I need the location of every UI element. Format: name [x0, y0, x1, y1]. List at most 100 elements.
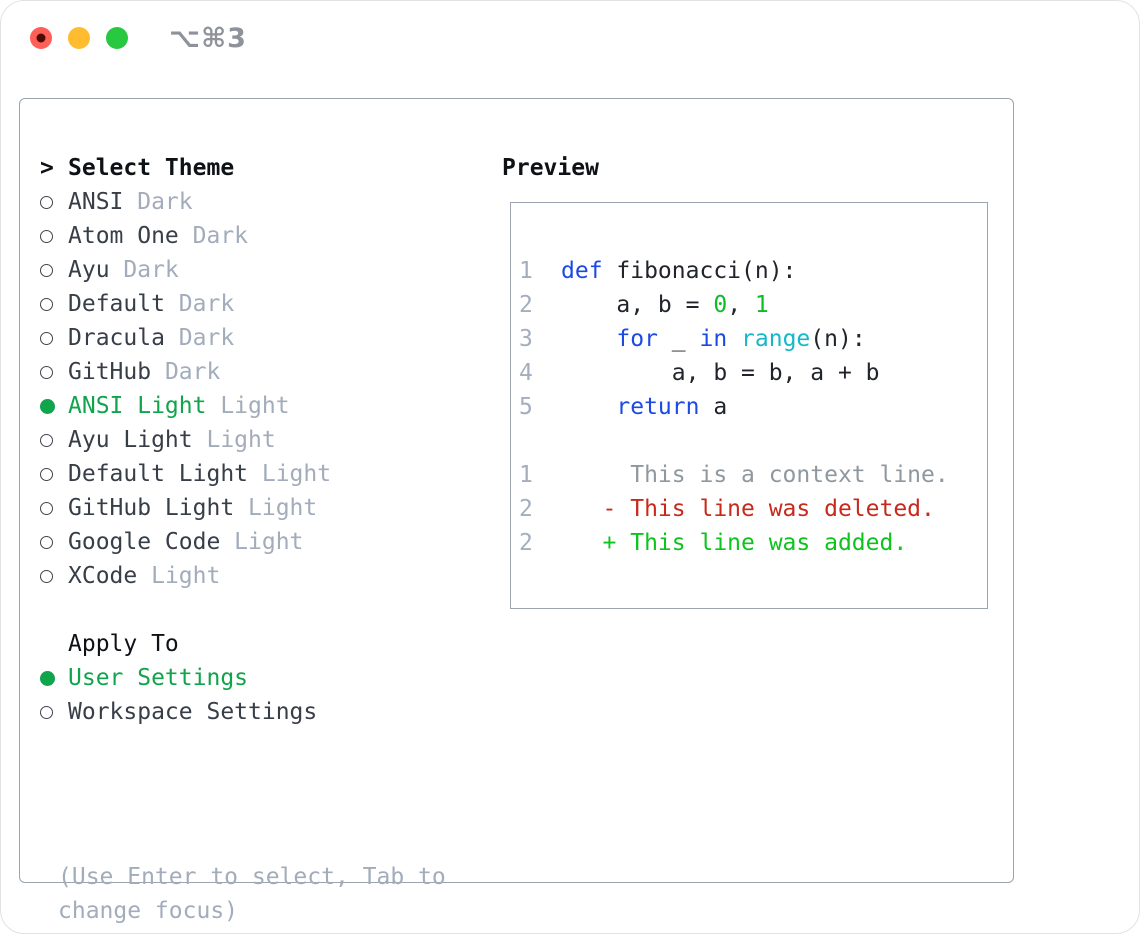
variant-tag: Light: [206, 427, 276, 453]
option-label: User Settings: [68, 665, 249, 691]
code-segment-context: This is a context line.: [561, 462, 949, 488]
variant-tag: Light: [151, 563, 221, 589]
theme-option-github-light[interactable]: GitHub Light Light: [40, 491, 480, 525]
zoom-button[interactable]: [106, 27, 128, 49]
variant-tag: Light: [234, 529, 304, 555]
radio-icon: [40, 263, 53, 277]
code-line: 2 a, b = 0, 1: [519, 288, 949, 322]
radio-icon: [40, 433, 53, 447]
variant-tag: Light: [248, 495, 318, 521]
code-segment-deleted: - This line was deleted.: [561, 496, 935, 522]
theme-option-ayu[interactable]: Ayu Dark: [40, 253, 480, 287]
window-title: ⌥⌘3: [169, 23, 247, 54]
radio-icon: [40, 569, 53, 583]
code-segment-builtin: range: [741, 326, 811, 352]
theme-option-atom-one[interactable]: Atom One Dark: [40, 219, 480, 253]
radio-slot: [40, 535, 68, 549]
code-line: 3 for _ in range(n):: [519, 322, 949, 356]
radio-slot: [40, 297, 68, 311]
option-label: XCode: [68, 563, 138, 589]
option-label: Dracula: [68, 325, 165, 351]
option-label: Atom One: [68, 223, 179, 249]
radio-slot: [40, 433, 68, 447]
code-line: 1 This is a context line.: [519, 458, 949, 492]
radio-slot: [40, 398, 68, 414]
code-segment-plain: a, b = b, a + b: [561, 360, 880, 386]
radio-slot: [40, 670, 68, 686]
variant-tag: Dark: [137, 189, 193, 215]
variant-tag: Dark: [123, 257, 179, 283]
code-segment-keyword: for: [616, 326, 658, 352]
radio-icon: [40, 535, 53, 549]
radio-slot: [40, 705, 68, 719]
spacer: [40, 593, 480, 627]
theme-option-xcode[interactable]: XCode Light: [40, 559, 480, 593]
radio-icon: [40, 297, 53, 311]
radio-selected-icon: [40, 398, 55, 414]
code-segment-plain: fibonacci(n):: [602, 258, 797, 284]
apply-to-title: Apply To: [68, 631, 179, 657]
option-label: Google Code: [68, 529, 221, 555]
focus-caret-icon: >: [40, 155, 54, 181]
variant-tag: Dark: [178, 325, 235, 351]
code-line: [519, 424, 949, 458]
preview-title: Preview: [502, 155, 599, 181]
radio-slot: [40, 229, 68, 243]
radio-slot: [40, 365, 68, 379]
option-label: Workspace Settings: [68, 699, 318, 725]
radio-slot: [40, 467, 68, 481]
radio-icon: [40, 331, 53, 345]
radio-slot: [40, 331, 68, 345]
line-number: 2: [519, 530, 533, 556]
code-segment-plain: (n):: [810, 326, 866, 352]
minimize-button[interactable]: [68, 27, 90, 49]
radio-selected-icon: [40, 670, 55, 686]
apply-to-header: Apply To: [40, 627, 480, 661]
close-button[interactable]: [30, 27, 52, 49]
code-segment-plain: [561, 326, 616, 352]
option-label: GitHub Light: [68, 495, 235, 521]
code-line: 5 return a: [519, 390, 949, 424]
variant-tag: Light: [261, 461, 332, 487]
code-segment-plain: [727, 326, 741, 352]
code-segment-keyword: in: [699, 326, 728, 352]
code-segment-added: + This line was added.: [561, 530, 908, 556]
theme-option-google-code[interactable]: Google Code Light: [40, 525, 480, 559]
help-text: (Use Enter to select, Tab to change focu…: [58, 864, 446, 924]
code-segment-number: 1: [754, 292, 769, 318]
code-segment-keyword: def: [561, 258, 603, 284]
code-segment-plain: [561, 394, 616, 420]
radio-icon: [40, 229, 53, 243]
code-segment-number: 0: [713, 292, 728, 318]
option-label: Ayu: [68, 257, 110, 283]
unsaved-indicator-dot: [36, 33, 46, 43]
code-line: 4 a, b = b, a + b: [519, 356, 949, 390]
select-theme-header: > Select Theme: [40, 151, 480, 185]
theme-option-dracula[interactable]: Dracula Dark: [40, 321, 480, 355]
code-line: 2 + This line was added.: [519, 526, 949, 560]
focus-caret-slot: >: [40, 155, 68, 181]
radio-slot: [40, 263, 68, 277]
variant-tag: Dark: [192, 223, 249, 249]
line-number: 2: [519, 292, 533, 318]
apply-option-workspace-settings[interactable]: Workspace Settings: [40, 695, 480, 729]
radio-slot: [40, 195, 68, 209]
code-segment-plain: a, b =: [561, 292, 714, 318]
radio-icon: [40, 467, 53, 481]
line-number: 3: [519, 326, 533, 352]
apply-option-user-settings[interactable]: User Settings: [40, 661, 480, 695]
radio-icon: [40, 501, 53, 515]
code-line: 2 - This line was deleted.: [519, 492, 949, 526]
code-segment-plain: ,: [727, 292, 755, 318]
line-number: 1: [519, 462, 533, 488]
